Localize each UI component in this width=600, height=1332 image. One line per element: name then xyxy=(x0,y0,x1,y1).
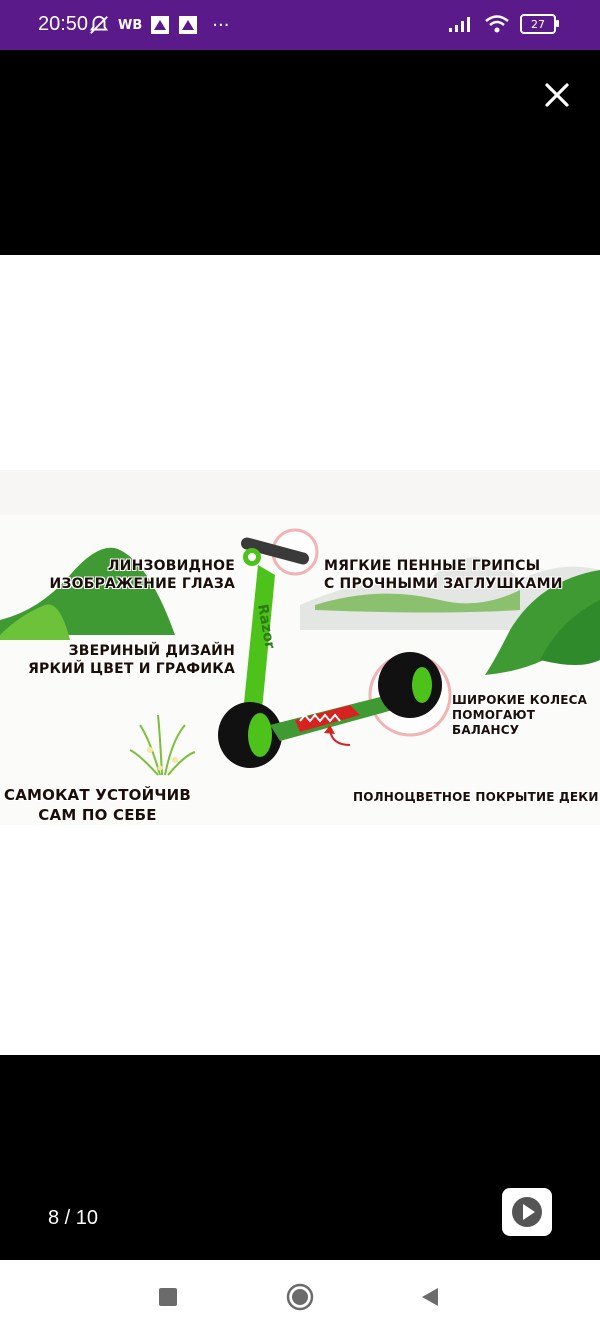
product-image[interactable]: Razor ЛИНЗОВИДНОЕ ИЗОБРАЖЕНИЕ ГЛАЗА МЯГК… xyxy=(0,255,600,1055)
notifications-off-icon xyxy=(89,15,109,34)
brand-label: Razor xyxy=(254,603,278,650)
label-eye-line2: ИЗОБРАЖЕНИЕ ГЛАЗА xyxy=(49,576,235,592)
recents-button[interactable] xyxy=(159,1288,177,1306)
label-eye: ЛИНЗОВИДНОЕ ИЗОБРАЖЕНИЕ ГЛАЗА xyxy=(50,557,235,593)
label-stable-line2: САМ ПО СЕБЕ xyxy=(38,806,157,824)
label-grips: МЯГКИЕ ПЕННЫЕ ГРИПСЫ С ПРОЧНЫМИ ЗАГЛУШКА… xyxy=(324,557,563,593)
banner-background xyxy=(0,515,600,825)
label-wheels: ШИРОКИЕ КОЛЕСА ПОМОГАЮТ БАЛАНСУ xyxy=(452,693,600,738)
label-deck-text: ПОЛНОЦВЕТНОЕ ПОКРЫТИЕ ДЕКИ xyxy=(353,790,599,804)
back-button[interactable] xyxy=(419,1286,441,1308)
battery-level: 27 xyxy=(531,17,545,31)
wb-notification-icon: WB xyxy=(118,17,143,33)
label-design-line1: ЗВЕРИНЫЙ ДИЗАЙН xyxy=(68,643,235,659)
product-banner: Razor ЛИНЗОВИДНОЕ ИЗОБРАЖЕНИЕ ГЛАЗА МЯГК… xyxy=(0,470,600,825)
play-button[interactable] xyxy=(502,1188,552,1236)
more-notifications-icon: ··· xyxy=(212,14,230,36)
system-nav-bar xyxy=(0,1260,600,1332)
leaf-icon xyxy=(485,570,600,675)
status-bar: 20:50 WB ··· 27 xyxy=(0,0,600,50)
label-design: ЗВЕРИНЫЙ ДИЗАЙН ЯРКИЙ ЦВЕТ И ГРАФИКА xyxy=(28,642,235,678)
label-wheels-line1: ШИРОКИЕ КОЛЕСА xyxy=(452,693,588,707)
label-stable: САМОКАТ УСТОЙЧИВ САМ ПО СЕБЕ xyxy=(4,785,191,825)
label-eye-line1: ЛИНЗОВИДНОЕ xyxy=(107,558,235,574)
wifi-icon xyxy=(485,15,509,33)
clock: 20:50 xyxy=(38,13,89,35)
home-button[interactable] xyxy=(285,1282,315,1312)
label-grips-line1: МЯГКИЕ ПЕННЫЕ ГРИПСЫ xyxy=(324,558,541,574)
label-stable-line1: САМОКАТ УСТОЙЧИВ xyxy=(4,786,192,804)
label-design-line2: ЯРКИЙ ЦВЕТ И ГРАФИКА xyxy=(28,661,235,677)
viewer-bottom-area xyxy=(0,1055,600,1260)
app-notification-icon xyxy=(151,16,170,34)
play-icon xyxy=(512,1197,542,1227)
label-grips-line2: С ПРОЧНЫМИ ЗАГЛУШКАМИ xyxy=(324,576,563,592)
image-counter: 8 / 10 xyxy=(48,1207,99,1229)
scooter-image: Razor xyxy=(218,537,442,768)
signal-icon xyxy=(449,17,470,32)
label-deck: ПОЛНОЦВЕТНОЕ ПОКРЫТИЕ ДЕКИ xyxy=(353,788,599,806)
app-notification-icon xyxy=(179,16,198,34)
battery-icon: 27 xyxy=(520,14,559,34)
label-wheels-line2: ПОМОГАЮТ БАЛАНСУ xyxy=(452,708,536,737)
close-icon[interactable] xyxy=(540,78,574,112)
viewer-top-area xyxy=(0,50,600,255)
